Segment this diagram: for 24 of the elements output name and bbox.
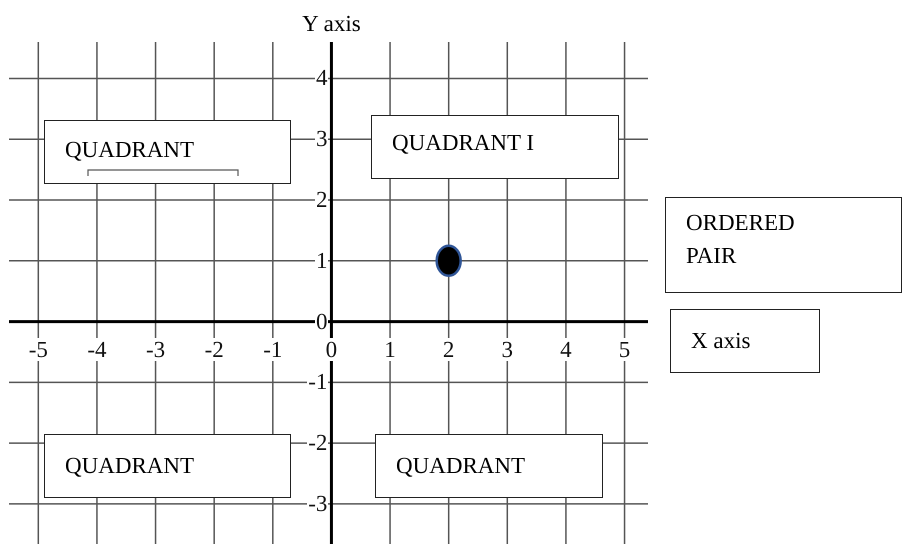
axis-title: Y axis xyxy=(302,12,361,35)
box-text: X axis xyxy=(691,327,752,355)
x-tick-label: 0 xyxy=(324,338,338,361)
x-tick-label: -5 xyxy=(28,338,49,361)
x-tick-label: 5 xyxy=(618,338,632,361)
x-tick-label: -3 xyxy=(144,338,166,361)
x-tick-label: 4 xyxy=(559,338,573,361)
box-text: QUADRANT xyxy=(65,136,196,164)
x-tick-label: -1 xyxy=(262,338,284,361)
x-tick-label: -4 xyxy=(86,338,108,361)
box-text: ORDERED PAIR xyxy=(686,209,796,270)
x-tick-label: 2 xyxy=(442,338,456,361)
label-box xyxy=(44,120,291,184)
box-text: QUADRANT I xyxy=(392,129,536,157)
label-box xyxy=(665,197,902,293)
x-tick-label: 1 xyxy=(383,338,397,361)
label-box xyxy=(670,309,820,373)
x-tick-label: -2 xyxy=(204,338,225,361)
x-tick-label: 3 xyxy=(500,338,514,361)
box-text: QUADRANT xyxy=(396,452,526,480)
box-text: QUADRANT xyxy=(65,452,196,480)
label-box xyxy=(44,434,291,498)
label-box xyxy=(375,434,603,498)
label-box xyxy=(371,115,619,179)
